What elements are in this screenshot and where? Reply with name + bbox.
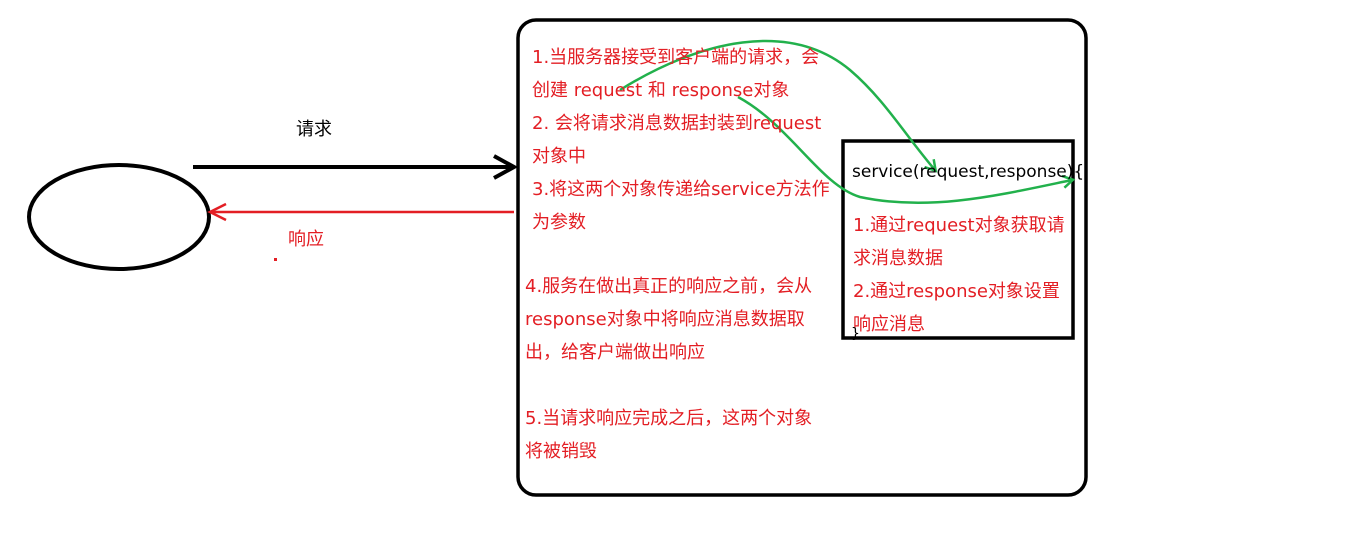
step-text: 出，给客户端做出响应 [525,342,705,363]
request-arrow [193,154,519,180]
step-text: 1.当服务器接受到客户端的请求，会 [532,47,820,68]
response-arrow [207,202,514,222]
response-label: 响应 [288,229,324,250]
server-step-3: 3.将这两个对象传递给service方法作 为参数 [532,173,830,239]
step-text: 5.当请求响应完成之后，这两个对象 [525,408,813,429]
step-text: 将被销毁 [525,441,597,462]
client-ellipse [27,163,211,271]
step-text: 创建 request 和 response对象 [532,80,790,101]
step-text: 对象中 [532,146,586,167]
step-text: 为参数 [532,212,586,233]
request-label: 请求 [296,119,332,140]
server-step-2: 2. 会将请求消息数据封装到request 对象中 [532,107,821,173]
service-line: 2.通过response对象设置 [853,281,1060,302]
service-line: 响应消息 [853,314,925,335]
service-signature: service(request,response){ [852,162,1085,182]
step-text: 3.将这两个对象传递给service方法作 [532,179,830,200]
service-closing-brace: } [851,326,860,342]
server-box [516,18,1088,497]
server-step-5: 5.当请求响应完成之后，这两个对象 将被销毁 [525,402,812,468]
service-box [841,139,1075,340]
step-text: 2. 会将请求消息数据封装到request [532,113,822,134]
service-line: 求消息数据 [853,248,943,269]
server-step-4: 4.服务在做出真正的响应之前，会从 response对象中将响应消息数据取 出，… [525,270,812,369]
server-step-1: 1.当服务器接受到客户端的请求，会 创建 request 和 response对… [532,41,819,107]
service-line: 1.通过request对象获取请 [853,215,1065,236]
green-arrow-upper [619,39,935,170]
green-arrow-lower [737,95,1072,205]
step-text: 4.服务在做出真正的响应之前，会从 [525,276,813,297]
stray-dot [274,258,277,261]
step-text: response对象中将响应消息数据取 [525,309,805,330]
service-body: 1.通过request对象获取请 求消息数据 2.通过response对象设置 … [853,209,1065,341]
